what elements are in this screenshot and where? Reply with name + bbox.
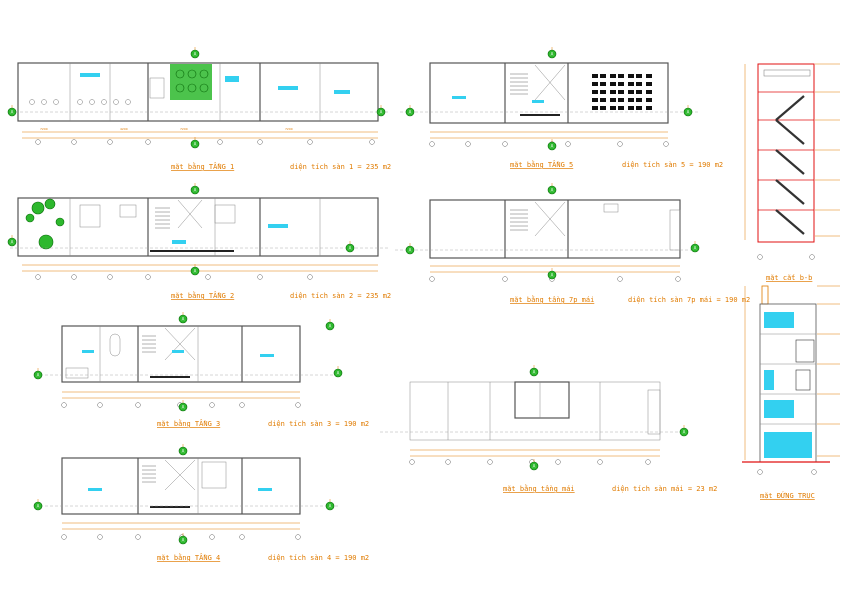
plan-floor-2: mặt bằng TẦNG 2 diện tích sàn 2 = 235 m2 — [7, 182, 391, 300]
floor-tum-area: diện tích sàn 7p mái = 190 m2 — [628, 296, 750, 304]
svg-text:7200: 7200 — [180, 127, 188, 131]
svg-text:7200: 7200 — [285, 127, 293, 131]
plan-floor-5: mặt bằng TẦNG 5 diện tích sàn 5 = 190 m2 — [400, 46, 723, 169]
floor-tum-title: mặt bằng tầng 7p mái — [510, 295, 594, 304]
floor-5-title: mặt bằng TẦNG 5 — [510, 160, 573, 169]
svg-text:4200: 4200 — [120, 127, 128, 131]
floor-3-title: mặt bằng TẦNG 3 — [157, 419, 220, 428]
plan-floor-tum: mặt bằng tầng 7p mái diện tích sàn 7p má… — [395, 182, 750, 304]
section-bb-title: mặt cắt b-b — [766, 274, 812, 282]
floor-4-title: mặt bằng TẦNG 4 — [157, 553, 220, 562]
elevation-facade: mặt ĐỨNG TRỤC — [742, 285, 840, 500]
floor-2-title: mặt bằng TẦNG 2 — [171, 291, 234, 300]
plan-floor-4: mặt bằng TẦNG 4 diện tích sàn 4 = 190 m2 — [33, 443, 369, 562]
roof-area: diện tích sàn mái = 23 m2 — [612, 485, 717, 493]
floor-2-area: diện tích sàn 2 = 235 m2 — [290, 292, 391, 300]
plan-roof: mặt bằng tầng mái diện tích sàn mái = 23… — [380, 364, 717, 493]
floor-1-title: mặt bằng TẦNG 1 — [171, 162, 234, 171]
floor-5-area: diện tích sàn 5 = 190 m2 — [622, 161, 723, 169]
section-stairs: mặt cắt b-b — [744, 63, 840, 282]
elevation-title: mặt ĐỨNG TRỤC — [760, 491, 815, 500]
floor-1-area: diện tích sàn 1 = 235 m2 — [290, 163, 391, 171]
svg-text:7200: 7200 — [40, 127, 48, 131]
plan-floor-1: 7200 4200 7200 7200 mặt bằng TẦNG 1 diện tí… — [7, 46, 391, 171]
floor-3-area: diện tích sàn 3 = 190 m2 — [268, 420, 369, 428]
floor-4-area: diện tích sàn 4 = 190 m2 — [268, 554, 369, 562]
roof-title: mặt bằng tầng mái — [503, 484, 575, 493]
plan-floor-3: mặt bằng TẦNG 3 diện tích sàn 3 = 190 m2 — [33, 311, 369, 428]
